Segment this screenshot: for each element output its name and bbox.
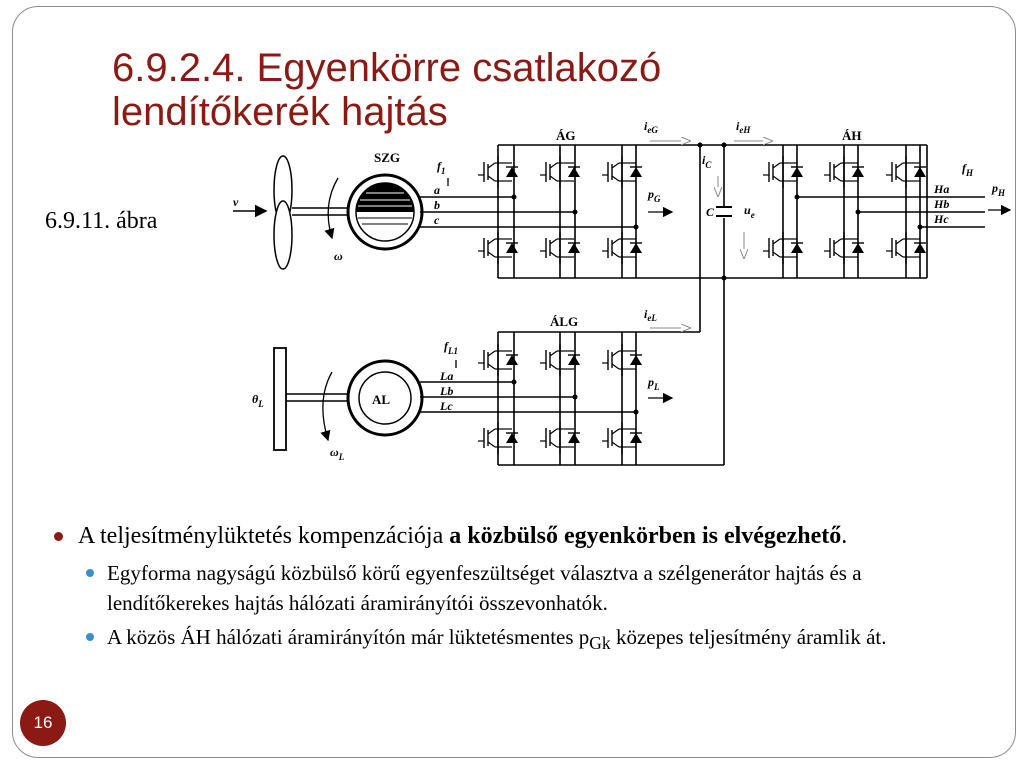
- pl-label: pL: [647, 375, 660, 392]
- bullet-2: Egyforma nagyságú közbülső körű egyenfes…: [86, 558, 972, 618]
- ue-label: ue: [744, 203, 755, 220]
- ieh-label: ieH: [736, 119, 751, 135]
- theta-l-label: θL: [252, 392, 264, 409]
- al-label: AL: [372, 392, 390, 407]
- title-line-1: 6.9.2.4. Egyenkörre csatlakozó: [112, 46, 662, 90]
- wind-speed-label: v: [233, 195, 239, 209]
- slide-frame: [12, 6, 1016, 758]
- ieg-label: ieG: [644, 119, 658, 135]
- f1-label: f1: [437, 159, 446, 176]
- page-number: 16: [20, 700, 66, 746]
- ph-label: pH: [991, 181, 1006, 198]
- alg-label: ÁLG: [550, 314, 578, 329]
- omega-l-label: ωL: [330, 445, 345, 462]
- omega-label: ω: [334, 249, 343, 263]
- bullet-3: A közös ÁH hálózati áramirányítón már lü…: [86, 622, 972, 658]
- figure-caption: 6.9.11. ábra: [45, 208, 158, 234]
- title-line-2: lendítőkerék hajtás: [112, 90, 448, 134]
- phase-a-label: a: [434, 183, 440, 197]
- pg-label: pG: [647, 187, 661, 204]
- szg-generator: SZG: [346, 150, 424, 251]
- ah-converter: ÁH: [762, 128, 928, 279]
- phase-hb-label: Hb: [933, 197, 949, 211]
- ag-label: ÁG: [556, 128, 576, 143]
- capacitor-label: C: [706, 205, 715, 219]
- fl1-label: fL1: [444, 339, 458, 356]
- phase-b-label: b: [434, 198, 440, 212]
- ag-converter: ÁG: [477, 128, 700, 279]
- flywheel: θL ωL: [252, 347, 352, 462]
- iel-label: ieL: [644, 307, 657, 323]
- wind-turbine: v ω: [233, 155, 356, 270]
- alg-converter: ÁLG: [477, 314, 724, 466]
- szg-label: SZG: [374, 150, 400, 165]
- bullet-list: A teljesítménylüktetés kompenzációja a k…: [52, 520, 972, 662]
- phase-lb-label: Lb: [439, 384, 453, 398]
- phase-hc-label: Hc: [933, 212, 949, 226]
- ah-label: ÁH: [842, 128, 862, 143]
- phase-c-label: c: [434, 213, 440, 227]
- phase-ha-label: Ha: [933, 182, 949, 196]
- dc-capacitor: [716, 206, 732, 218]
- ic-label: iC: [702, 153, 712, 170]
- bullet-1: A teljesítménylüktetés kompenzációja a k…: [52, 520, 972, 552]
- al-motor: AL: [346, 359, 424, 437]
- slide-title: 6.9.2.4. Egyenkörre csatlakozó lendítőke…: [112, 46, 661, 134]
- phase-la-label: La: [439, 369, 453, 383]
- fh-label: fH: [962, 161, 974, 178]
- phase-lc-label: Lc: [439, 399, 453, 413]
